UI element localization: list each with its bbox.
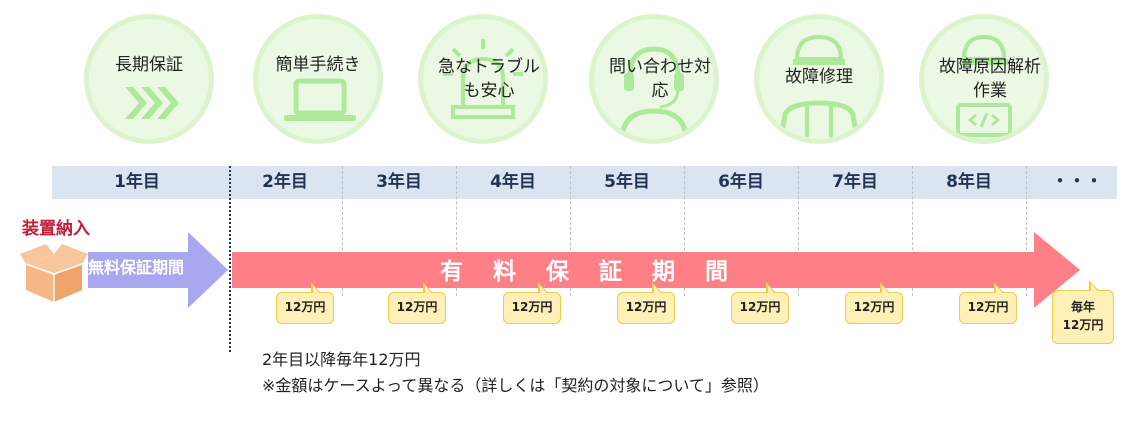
year-divider	[798, 166, 799, 296]
worker-icon	[778, 34, 860, 138]
note-annual-fee: 2年目以降毎年12万円	[262, 350, 421, 369]
fee-yearly-line1: 毎年	[1070, 300, 1095, 314]
year-divider	[684, 166, 685, 296]
year-divider	[1026, 166, 1027, 296]
year-divider-main	[229, 166, 231, 352]
fee-badge: 12万円	[617, 282, 675, 324]
engineer-laptop-icon	[956, 34, 1012, 137]
year-label: 6年目	[718, 172, 764, 192]
year-divider	[570, 166, 571, 296]
fee-badge-yearly: 毎年 12万円	[1052, 280, 1114, 344]
feature-label: 長期保証	[115, 55, 183, 75]
year-label: 8年目	[946, 172, 992, 192]
feature-repair: 故障修理	[754, 14, 884, 144]
year-label: 1年目	[114, 172, 160, 192]
year-label: 4年目	[490, 172, 536, 192]
free-period-arrow	[88, 232, 228, 308]
year-divider	[912, 166, 913, 296]
delivery-label: 装置納入	[22, 219, 90, 239]
feature-failure-analysis: 故障原因解析作業	[919, 14, 1049, 144]
fee-yearly-line2: 12万円	[1062, 318, 1104, 332]
fee-badge: 12万円	[276, 282, 334, 324]
feature-label: 故障修理	[785, 67, 853, 87]
year-label: 7年目	[832, 172, 878, 192]
year-divider	[456, 166, 457, 296]
alarm-icon	[443, 39, 523, 119]
fee-badge: 12万円	[388, 282, 446, 324]
feature-label: 急なトラブルも安心	[438, 57, 540, 101]
feature-label: 故障原因解析作業	[939, 57, 1041, 101]
year-label: ・・・	[1051, 172, 1103, 192]
fee-badge: 12万円	[731, 282, 789, 324]
feature-trouble-relief: 急なトラブルも安心	[418, 14, 548, 144]
feature-long-warranty: 長期保証	[84, 14, 214, 144]
year-divider	[342, 166, 343, 296]
paid-period-arrow	[232, 232, 1080, 308]
free-period-label: 無料保証期間	[88, 258, 185, 277]
note-disclaimer: ※金額はケースよって異なる（詳しくは「契約の対象について」参照）	[262, 376, 769, 395]
fee-badge: 12万円	[503, 282, 561, 324]
feature-easy-procedure: 簡単手続き	[253, 14, 383, 144]
fee-badge: 12万円	[959, 282, 1017, 324]
feature-label: 簡単手続き	[275, 55, 361, 75]
year-label: 3年目	[376, 172, 422, 192]
chevrons-icon	[125, 87, 179, 119]
year-label: 2年目	[262, 172, 308, 192]
feature-inquiry-support: 問い合わせ対応	[589, 14, 719, 144]
headset-operator-icon	[619, 46, 689, 138]
year-label: 5年目	[604, 172, 650, 192]
feature-label: 問い合わせ対応	[609, 57, 711, 101]
paid-period-label: 有料保証期間	[440, 259, 758, 285]
laptop-icon	[284, 78, 356, 121]
box-icon	[20, 244, 88, 302]
fee-badge: 12万円	[845, 282, 903, 324]
